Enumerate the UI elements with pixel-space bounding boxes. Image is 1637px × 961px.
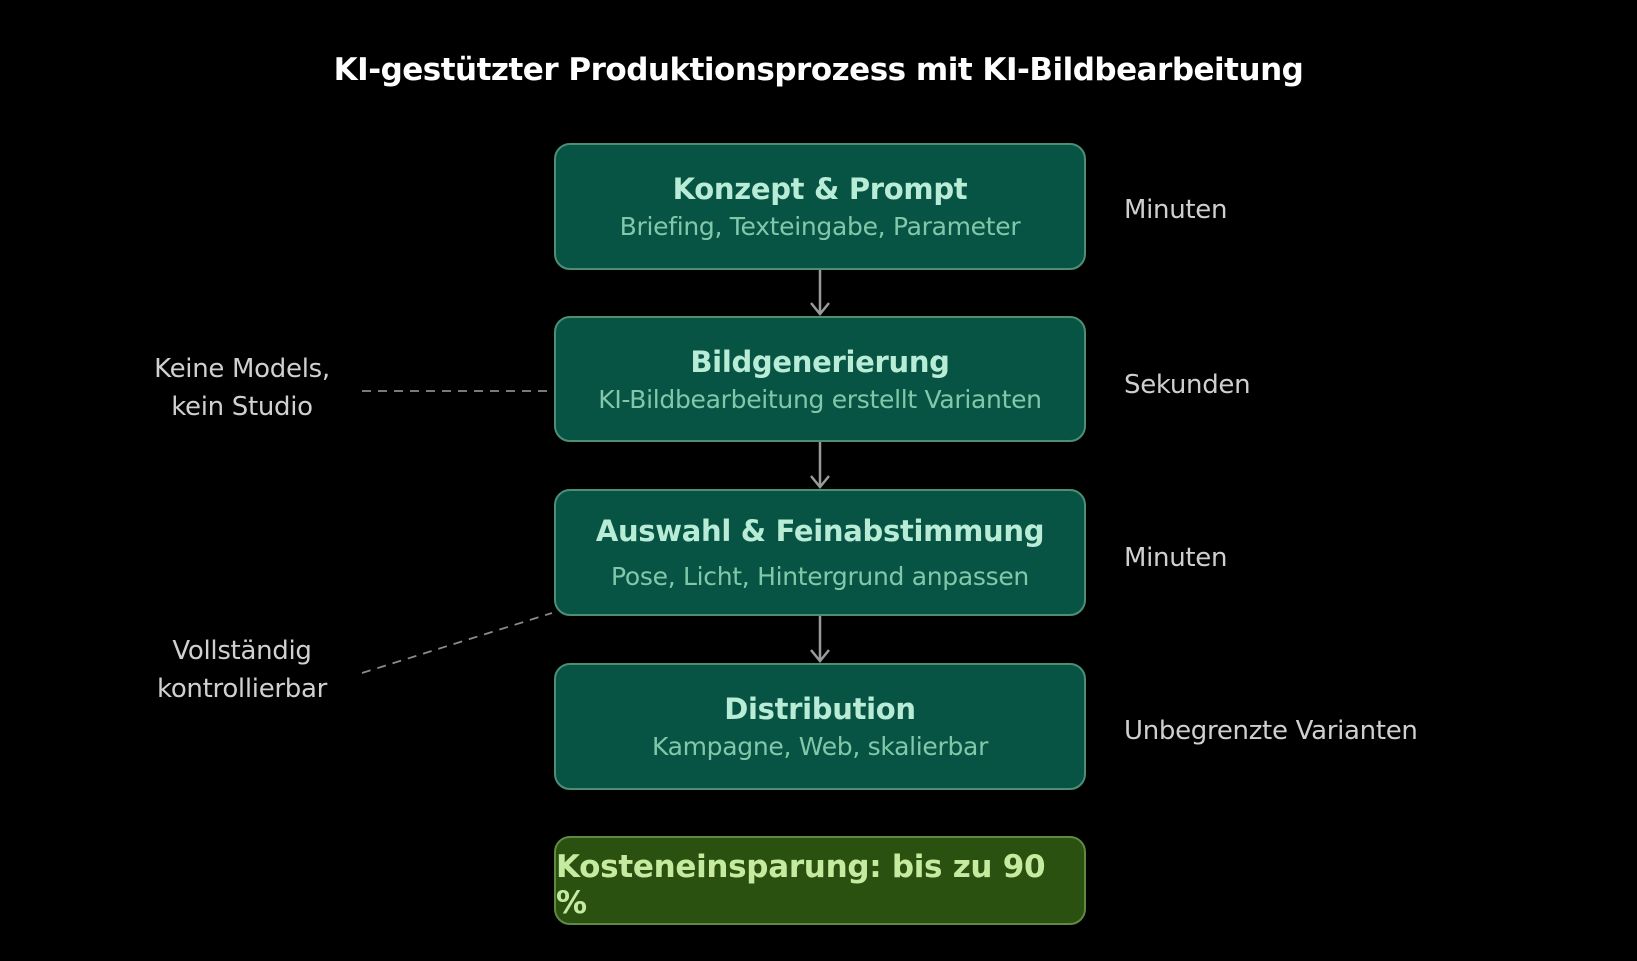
diagram-title: KI-gestützter Produktionsprozess mit KI-… [333, 52, 1304, 88]
step-subtitle: Briefing, Texteingabe, Parameter [619, 212, 1021, 241]
note-line: kontrollierbar [156, 674, 328, 704]
step-box-selection-finetuning: Auswahl & Feinabstimmung Pose, Licht, Hi… [554, 489, 1086, 616]
dashed-connector-2 [361, 612, 553, 674]
step-subtitle: Kampagne, Web, skalierbar [651, 732, 989, 761]
step-heading: Distribution [724, 692, 916, 726]
note-line: Vollständig [172, 636, 312, 666]
step-heading: Auswahl & Feinabstimmung [595, 514, 1045, 548]
note-line: kein Studio [171, 392, 313, 422]
step-subtitle: Pose, Licht, Hintergrund anpassen [611, 562, 1029, 591]
duration-step-3: Minuten [1124, 543, 1228, 573]
arrow-head-2 [810, 475, 830, 489]
duration-step-1: Minuten [1124, 195, 1228, 225]
step-heading: Bildgenerierung [690, 344, 950, 379]
note-line: Keine Models, [154, 354, 330, 384]
duration-step-4: Unbegrenzte Varianten [1124, 716, 1418, 746]
flow-arrows [810, 270, 830, 663]
step-heading: Konzept & Prompt [672, 172, 968, 206]
arrow-head-3 [810, 649, 830, 663]
arrow-head-1 [810, 302, 830, 316]
note-connectors [361, 390, 553, 674]
savings-box: Kosteneinsparung: bis zu 90 % [554, 836, 1086, 925]
savings-label: Kosteneinsparung: bis zu 90 % [556, 848, 1046, 921]
step-box-image-generation: Bildgenerierung KI-Bildbearbeitung erste… [554, 316, 1086, 442]
note-no-models: Keine Models, kein Studio [122, 350, 362, 426]
duration-step-2: Sekunden [1124, 370, 1251, 400]
note-fully-controllable: Vollständig kontrollierbar [122, 632, 362, 708]
step-box-distribution: Distribution Kampagne, Web, skalierbar [554, 663, 1086, 790]
step-subtitle: KI-Bildbearbeitung erstellt Varianten [598, 384, 1042, 414]
step-box-concept-prompt: Konzept & Prompt Briefing, Texteingabe, … [554, 143, 1086, 270]
